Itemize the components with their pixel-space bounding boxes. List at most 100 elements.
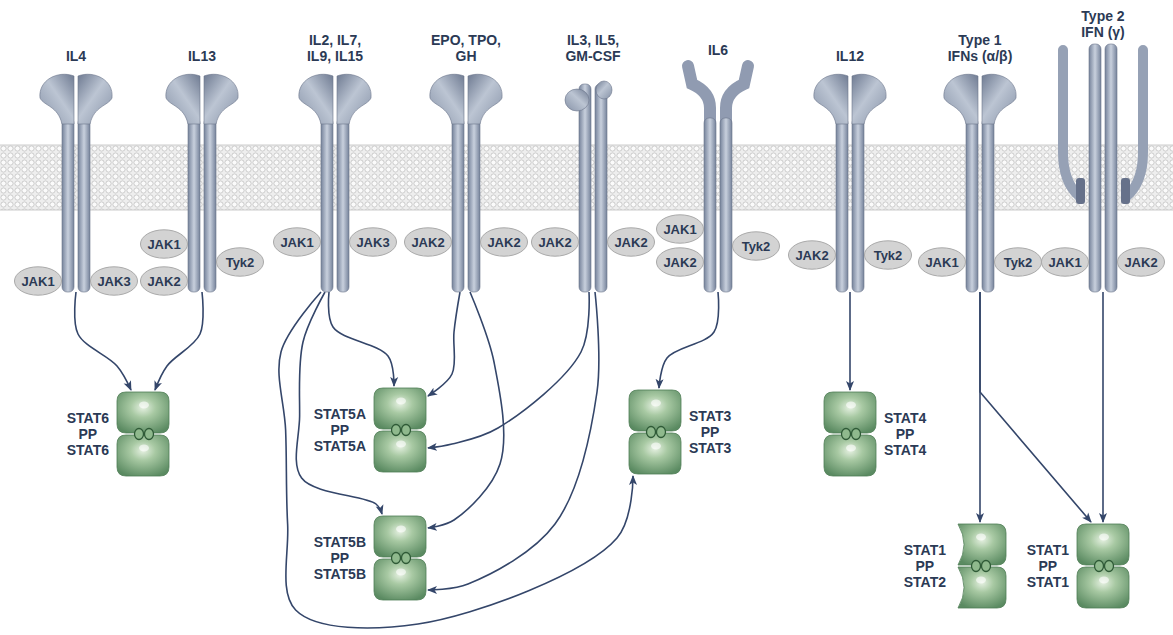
label-box: STAT1 PP STAT1 <box>1027 542 1069 590</box>
dimer-shape <box>627 388 683 476</box>
label-box: STAT1 PP STAT2 <box>904 542 946 590</box>
dimer-shape <box>115 390 171 478</box>
label-box: Type 2 IFN (γ) <box>1048 8 1158 40</box>
stat-dimer: STAT1 PP STAT2 <box>904 522 1008 610</box>
label-box: Type 1 IFNs (α/β) <box>925 32 1035 64</box>
activation-arrow <box>1102 292 1104 522</box>
jak-kinase: JAK2 <box>656 247 704 277</box>
label-box: IL2, IL7, IL9, IL15 <box>280 32 390 64</box>
receptor-label: Type 2 IFN (γ) <box>1070 8 1136 40</box>
kinase-label: JAK2 <box>795 248 828 263</box>
stat-label: STAT1 PP STAT1 <box>1027 542 1069 590</box>
activation-arrow <box>75 292 131 390</box>
kinase-label: Tyk2 <box>874 248 903 263</box>
label-box: STAT4 PP STAT4 <box>884 410 926 458</box>
kinase-label: JAK2 <box>1124 255 1157 270</box>
jak-kinase: JAK2 <box>531 227 579 257</box>
jak-kinase: JAK1 <box>1041 247 1089 277</box>
stat-dimer: STAT5A PP STAT5A <box>314 386 428 474</box>
receptor-label: Type 1 IFNs (α/β) <box>942 32 1018 64</box>
jak-kinase: JAK2 <box>480 227 528 257</box>
jak-kinase: JAK1 <box>918 247 966 277</box>
activation-arrow <box>155 292 203 390</box>
dimer-shape <box>952 522 1008 610</box>
kinase-label: JAK3 <box>97 274 130 289</box>
activation-arrow <box>428 292 589 448</box>
kinase-label: JAK1 <box>280 235 313 250</box>
jak-kinase: JAK2 <box>607 227 655 257</box>
receptor-label: IL13 <box>177 48 227 64</box>
stat-dimer: STAT6 PP STAT6 <box>67 390 171 478</box>
activation-arrow <box>849 292 851 390</box>
label-box: STAT5B PP STAT5B <box>314 534 366 582</box>
kinase-label: Tyk2 <box>1004 255 1033 270</box>
jak-kinase: JAK2 <box>140 266 188 296</box>
stat-label: STAT5A PP STAT5A <box>314 406 366 454</box>
kinase-label: JAK1 <box>147 237 180 252</box>
activation-arrow <box>296 292 382 514</box>
activation-arrow <box>980 292 1091 522</box>
receptor-shape <box>21 4 131 292</box>
jak-kinase: JAK1 <box>656 214 704 244</box>
label-box: IL6 <box>663 42 773 58</box>
jak-kinase: Tyk2 <box>216 247 264 277</box>
kinase-label: JAK2 <box>487 235 520 250</box>
jak-kinase: JAK3 <box>90 266 138 296</box>
jak-kinase: JAK1 <box>14 266 62 296</box>
activation-arrow <box>428 292 504 528</box>
label-box: IL13 <box>147 48 257 64</box>
kinase-label: Tyk2 <box>226 255 255 270</box>
kinase-label: JAK1 <box>21 274 54 289</box>
kinase-label: Tyk2 <box>742 239 771 254</box>
activation-arrow <box>428 292 599 590</box>
dimer-shape <box>822 390 878 478</box>
jak-kinase: JAK2 <box>1117 247 1165 277</box>
stat-label: STAT4 PP STAT4 <box>884 410 926 458</box>
kinase-label: JAK2 <box>663 255 696 270</box>
stat-label: STAT5B PP STAT5B <box>314 534 366 582</box>
kinase-label: JAK2 <box>147 274 180 289</box>
label-box: STAT6 PP STAT6 <box>67 410 109 458</box>
kinase-label: JAK2 <box>411 235 444 250</box>
jak-kinase: JAK1 <box>140 229 188 259</box>
label-box: IL12 <box>795 48 905 64</box>
kinase-label: JAK1 <box>925 255 958 270</box>
dimer-shape <box>372 514 428 602</box>
receptor-label: EPO, TPO, GH <box>426 32 506 64</box>
kinase-label: JAK2 <box>538 235 571 250</box>
dimer-shape <box>372 386 428 474</box>
jak-kinase: Tyk2 <box>864 240 912 270</box>
stat-label: STAT3 PP STAT3 <box>689 408 731 456</box>
receptor-label: IL6 <box>698 42 738 58</box>
activation-arrow <box>659 292 719 388</box>
jak-kinase: JAK1 <box>273 227 321 257</box>
receptor-label: IL12 <box>825 48 875 64</box>
activation-arrow <box>279 292 633 628</box>
kinase-label: JAK2 <box>614 235 647 250</box>
stat-label: STAT1 PP STAT2 <box>904 542 946 590</box>
receptor-label: IL4 <box>56 48 96 64</box>
cytokine-receptor: IL4 <box>21 4 131 292</box>
stat-dimer: STAT4 PP STAT4 <box>822 390 926 478</box>
label-box: STAT3 PP STAT3 <box>689 408 731 456</box>
jak-kinase: JAK3 <box>349 227 397 257</box>
kinase-label: JAK1 <box>663 222 696 237</box>
stat-label: STAT6 PP STAT6 <box>67 410 109 458</box>
label-box: IL3, IL5, GM-CSF <box>538 32 648 64</box>
label-box: STAT5A PP STAT5A <box>314 406 366 454</box>
stat-dimer: STAT3 PP STAT3 <box>627 388 731 476</box>
label-box: IL4 <box>21 48 131 64</box>
stat-dimer: STAT5B PP STAT5B <box>314 514 428 602</box>
activation-arrow <box>328 292 394 386</box>
stat-dimer: STAT1 PP STAT1 <box>1027 522 1131 610</box>
dimer-shape <box>1075 522 1131 610</box>
receptor-label: IL3, IL5, GM-CSF <box>556 32 631 64</box>
activation-arrow <box>428 292 460 396</box>
jak-kinase: Tyk2 <box>994 247 1042 277</box>
jak-kinase: JAK2 <box>788 240 836 270</box>
jak-kinase: JAK2 <box>404 227 452 257</box>
kinase-label: JAK1 <box>1048 255 1081 270</box>
label-box: EPO, TPO, GH <box>411 32 521 64</box>
